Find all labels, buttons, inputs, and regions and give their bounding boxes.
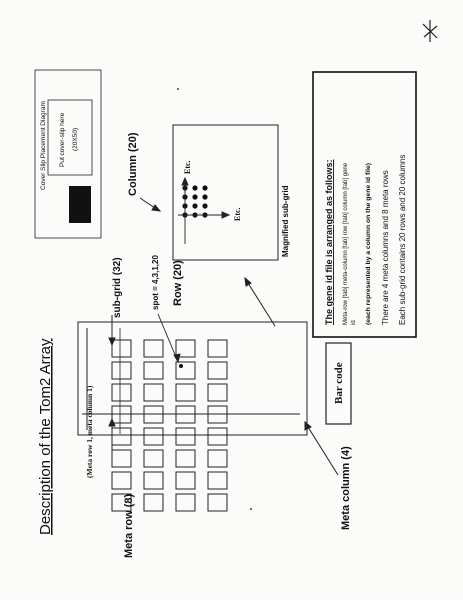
info-note: (each represented by a column on the gen… — [365, 163, 372, 325]
sub-grid-box — [143, 427, 164, 446]
info-line-2: Each sub-grid contains 20 rows and 20 co… — [398, 155, 407, 325]
magnified-sub-grid-box — [172, 124, 279, 261]
page-title: Description of the Tom2 Array — [37, 338, 54, 535]
meta-row-label: Meta row (8) — [123, 493, 135, 558]
page-dot — [177, 88, 179, 90]
sub-grid-box — [143, 471, 164, 490]
spot-label: spot = 4,3,1,20 — [151, 255, 160, 310]
sub-grid-box — [207, 383, 228, 402]
etc-label-up: Etc. — [183, 160, 192, 174]
sub-grid-box — [143, 449, 164, 468]
sub-grid-box — [111, 449, 132, 468]
magnify-arrow — [244, 276, 276, 327]
cover-slip-area — [47, 99, 93, 176]
sub-grid-box — [207, 449, 228, 468]
sub-grid-box — [175, 339, 196, 358]
sub-grid-box — [207, 471, 228, 490]
meta-row-arrow — [108, 417, 116, 458]
magnified-label: Magnified sub-grid — [281, 185, 290, 257]
sub-grid-box — [175, 383, 196, 402]
asterisk-mark — [422, 20, 438, 42]
magnified-spot — [202, 203, 208, 209]
bar-code-label: Bar code — [333, 362, 345, 404]
column-label: Column (20) — [127, 132, 139, 196]
sub-grid-box — [111, 339, 132, 358]
info-line-1: There are 4 meta columns and 8 meta rows — [381, 170, 390, 325]
etc-arrow-right — [214, 211, 231, 219]
array-outline — [77, 321, 308, 436]
info-box — [312, 71, 417, 338]
sub-grid-box — [175, 493, 196, 512]
spot-dot — [179, 364, 183, 368]
sub-grid-arrow — [108, 315, 116, 347]
sub-grid-box — [143, 493, 164, 512]
cover-slip-barcode-block — [69, 186, 91, 223]
cover-slip-line2: (20X50) — [72, 128, 79, 151]
sub-grid-box — [143, 361, 164, 380]
sub-grid-box — [111, 493, 132, 512]
sub-grid-label: sub-grid (32) — [112, 257, 123, 318]
sub-grid-box — [207, 339, 228, 358]
info-format: Meta-row [tab] meta-column [tab] row [ta… — [343, 162, 349, 325]
etc-arrow-up — [181, 176, 189, 193]
sub-grid-box — [175, 471, 196, 490]
sub-grid-box — [143, 383, 164, 402]
magnified-spot — [192, 185, 198, 191]
sub-grid-box — [207, 427, 228, 446]
row-label: Row (20) — [172, 260, 184, 306]
sub-grid-box — [143, 339, 164, 358]
magnified-spot — [202, 194, 208, 200]
page-dot — [250, 508, 252, 510]
sub-grid-box — [111, 383, 132, 402]
info-format-2: id — [351, 320, 357, 325]
info-heading: The gene id file is arranged as follows: — [324, 159, 334, 325]
etc-label-down: Etc. — [233, 207, 242, 221]
meta-grid — [111, 339, 228, 512]
sub-grid-box — [207, 361, 228, 380]
cover-slip-title: Cover Slip Placement Diagram — [40, 101, 47, 190]
sub-grid-box — [175, 361, 196, 380]
sub-grid-box — [111, 427, 132, 446]
cover-slip-box — [34, 69, 102, 239]
sub-grid-box — [111, 471, 132, 490]
cover-slip-line1: Put cover-slip here — [59, 112, 66, 167]
meta-row-note: (Meta row 1, meta column 1) — [85, 385, 94, 478]
sub-grid-box — [207, 493, 228, 512]
bar-code-box — [325, 342, 352, 425]
column-arrow — [139, 197, 162, 212]
meta-column-label: Meta column (4) — [340, 446, 352, 530]
magnified-spot — [192, 194, 198, 200]
sub-grid-box — [111, 361, 132, 380]
magnified-spots — [182, 185, 208, 218]
spot-arrow — [157, 313, 181, 364]
sub-grid-box — [175, 449, 196, 468]
magnified-spot — [192, 203, 198, 209]
magnified-spot — [202, 185, 208, 191]
meta-column-arrow — [304, 420, 339, 476]
sub-grid-box — [175, 427, 196, 446]
